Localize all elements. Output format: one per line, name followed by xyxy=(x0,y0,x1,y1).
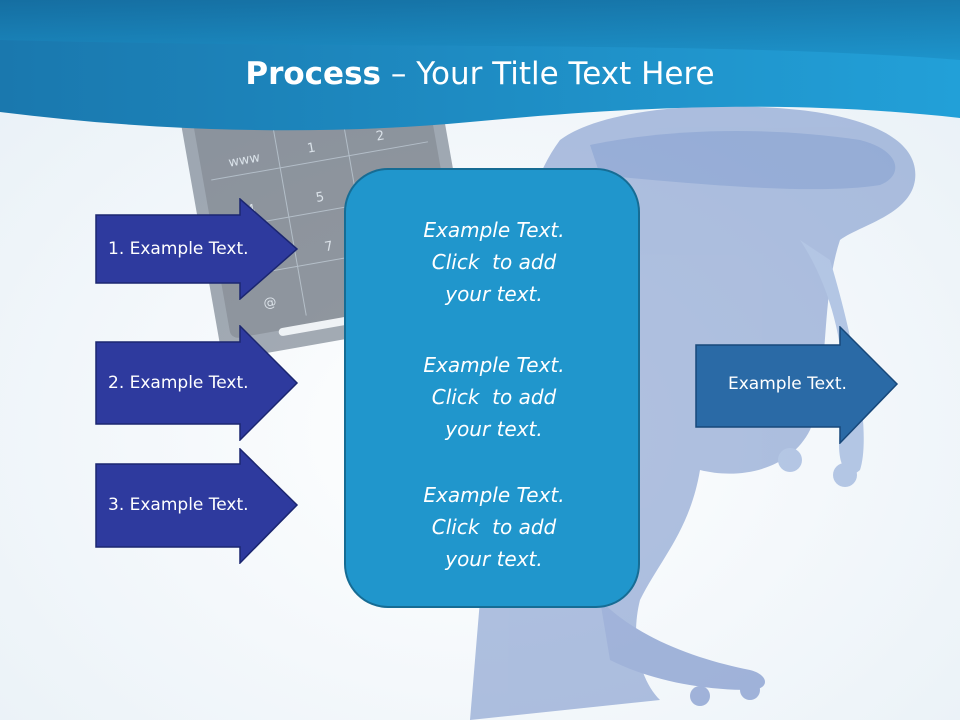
right-arrow-label: Example Text. xyxy=(728,374,847,394)
center-text-box[interactable]: Example Text. Click to add your text. Ex… xyxy=(344,168,640,608)
left-arrow-2[interactable]: 2. Example Text. xyxy=(95,325,299,441)
center-block-3-line-2: Click to add xyxy=(431,515,557,539)
center-block-2-line-3: your text. xyxy=(445,417,543,441)
center-block-1-line-1: Example Text. xyxy=(423,218,565,242)
center-block-2-line-2: Click to add xyxy=(431,385,557,409)
arrow-shape xyxy=(95,448,299,564)
title-bold-part: Process xyxy=(245,56,381,92)
right-arrow[interactable]: Example Text. xyxy=(695,326,899,444)
center-block-2: Example Text. Click to add your text. xyxy=(346,349,642,445)
keypad-key-at: @ xyxy=(262,295,277,312)
left-arrow-1[interactable]: 1. Example Text. xyxy=(95,198,299,300)
left-arrow-3[interactable]: 3. Example Text. xyxy=(95,448,299,564)
center-block-3: Example Text. Click to add your text. xyxy=(346,479,642,575)
keypad-key-1: 1 xyxy=(306,141,317,157)
center-block-1-line-3: your text. xyxy=(445,282,543,306)
arrow-shape xyxy=(95,325,299,441)
title-rest-part: – Your Title Text Here xyxy=(381,56,715,92)
arrow-shape xyxy=(95,198,299,300)
center-block-2-line-1: Example Text. xyxy=(423,353,565,377)
keypad-key-2: 2 xyxy=(375,128,386,144)
left-arrow-2-label: 2. Example Text. xyxy=(108,373,249,393)
keypad-key-www: www xyxy=(227,150,261,170)
arrow-shape xyxy=(695,326,899,444)
left-arrow-3-label: 3. Example Text. xyxy=(108,495,249,515)
slide-title: Process – Your Title Text Here xyxy=(0,52,960,96)
keypad-key-7: 7 xyxy=(323,239,334,255)
keypad-key-5: 5 xyxy=(315,190,326,206)
center-block-1-line-2: Click to add xyxy=(431,250,557,274)
center-block-1: Example Text. Click to add your text. xyxy=(346,214,642,310)
center-block-3-line-3: your text. xyxy=(445,547,543,571)
center-block-3-line-1: Example Text. xyxy=(423,483,565,507)
left-arrow-1-label: 1. Example Text. xyxy=(108,239,249,259)
